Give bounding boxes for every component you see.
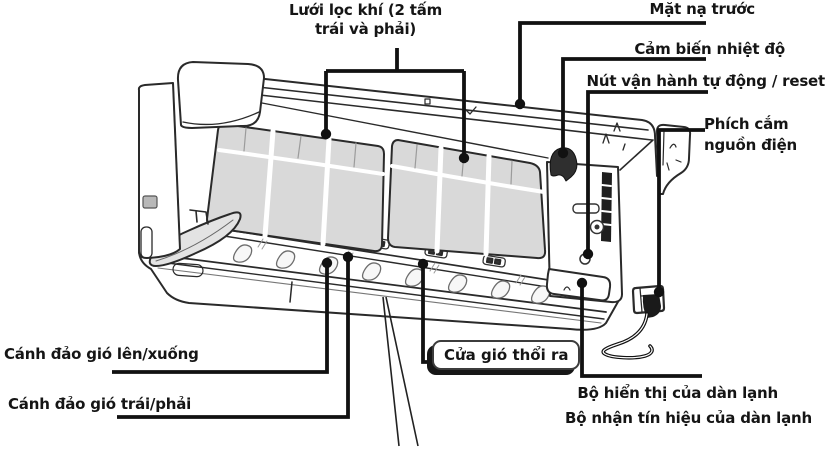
leader-lines (112, 21, 708, 419)
label-temperature-sensor: Cảm biến nhiệt độ (634, 40, 785, 58)
air-filter-right (387, 139, 547, 260)
label-signal-receiver: Bộ nhận tín hiệu của dàn lạnh (565, 409, 812, 427)
label-air-filter: Lưới lọc khí (2 tấm trái và phải) (288, 1, 443, 39)
side-bracket (656, 123, 692, 195)
label-louver-up-down: Cánh đảo gió lên/xuống (4, 345, 199, 363)
label-front-panel: Mặt nạ trước (649, 0, 755, 18)
label-indoor-display: Bộ hiển thị của dàn lạnh (577, 384, 778, 402)
label-louver-left-right: Cánh đảo gió trái/phải (8, 395, 192, 413)
label-air-outlet: Cửa gió thổi ra (432, 340, 581, 370)
air-filter-left (206, 123, 385, 253)
leader-dots (320, 98, 665, 298)
control-panel (546, 122, 626, 304)
unit-body (137, 61, 692, 360)
label-power-plug: Phích cắm nguồn điện (704, 115, 798, 154)
open-front-hood (176, 61, 265, 129)
label-auto-reset-button: Nút vận hành tự động / reset (586, 72, 825, 90)
left-side-cap (137, 82, 181, 259)
unlabeled-pointer-lines (382, 296, 419, 447)
power-cord (601, 312, 654, 360)
